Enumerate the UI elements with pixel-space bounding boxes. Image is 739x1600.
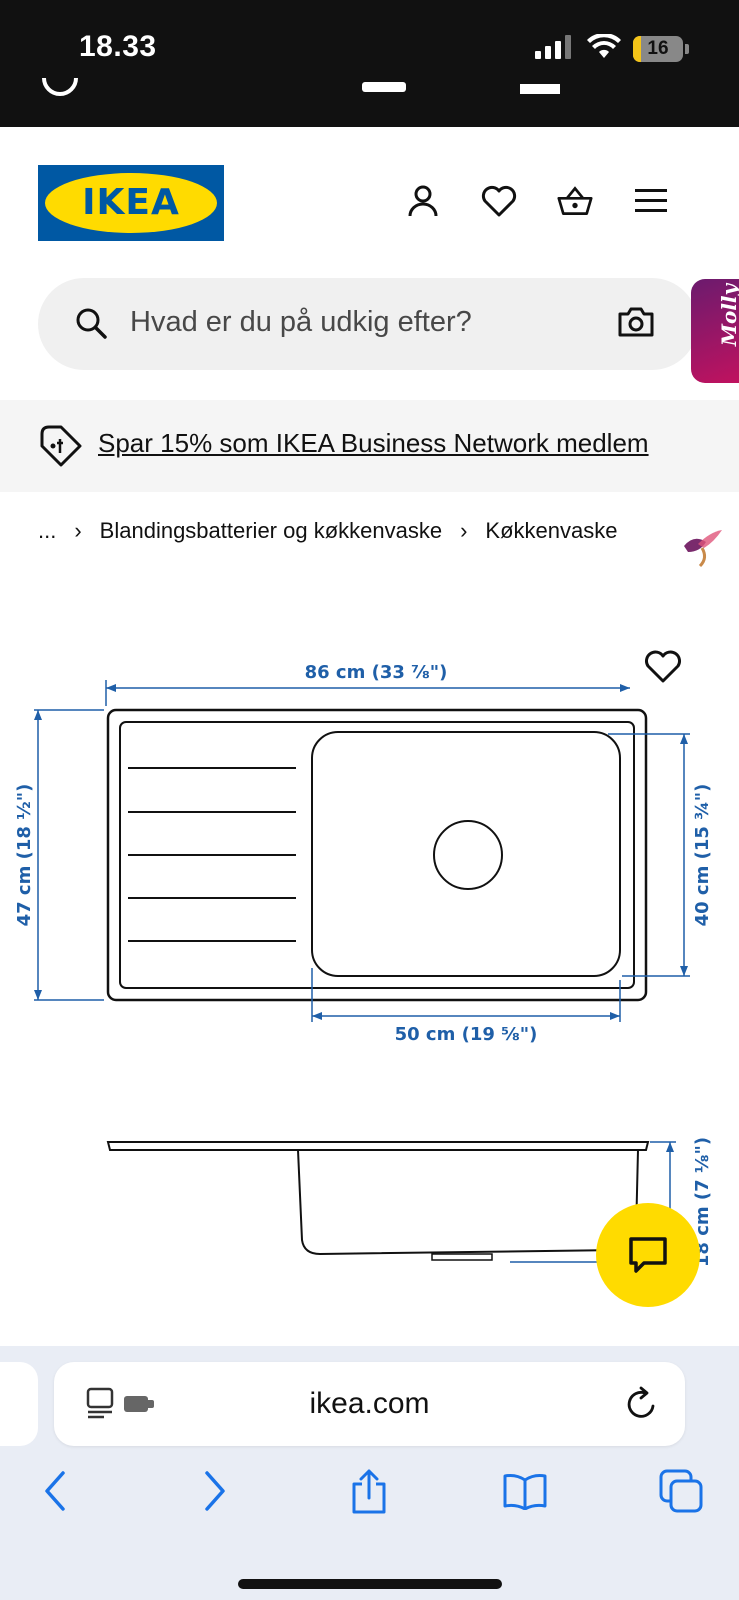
bookmarks-icon <box>503 1474 547 1510</box>
product-dimension-diagram: 86 cm (33 ⅞") 47 cm (18 ½") 40 cm (15 ¾"… <box>14 662 713 1267</box>
share-button[interactable] <box>344 1466 394 1516</box>
basket-icon[interactable] <box>557 183 593 219</box>
status-bar: 18.33 16 <box>0 0 739 127</box>
favorite-heart-icon[interactable] <box>644 650 682 684</box>
battery-tip <box>685 44 689 54</box>
chat-icon <box>629 1237 667 1273</box>
back-icon <box>45 1471 65 1511</box>
signal-icon <box>535 35 571 59</box>
logo-oval <box>45 173 217 233</box>
scrolled-toolbar-ghost <box>42 78 560 96</box>
back-button[interactable] <box>30 1466 80 1516</box>
breadcrumb-kitchen-sinks[interactable]: Køkkenvaske <box>485 518 618 543</box>
camera-icon[interactable] <box>618 306 654 338</box>
search-bar[interactable]: Hvad er du på udkig efter? <box>38 278 698 370</box>
profile-icon[interactable] <box>405 183 441 219</box>
logo-text: IKEA <box>82 182 180 223</box>
chevron-right-icon: › <box>460 518 468 543</box>
tag-icon <box>40 425 82 467</box>
search-icon <box>76 308 107 339</box>
business-network-link[interactable]: Spar 15% som IKEA Business Network medle… <box>98 428 649 458</box>
drain-fitting <box>431 1253 493 1261</box>
breadcrumb-ellipsis[interactable]: ... <box>38 518 57 543</box>
dimension-bowl-depth: 40 cm (15 ¾") <box>692 784 713 927</box>
status-icons <box>535 34 621 60</box>
sink-bowl <box>311 731 621 977</box>
chevron-right-icon: › <box>74 518 82 543</box>
dimension-height: 18 cm (7 ⅛") <box>692 1137 713 1267</box>
dimension-bowl-width: 50 cm (19 ⅝") <box>395 1024 538 1045</box>
share-icon <box>352 1469 386 1514</box>
address-bar[interactable]: ikea.com <box>54 1362 685 1446</box>
status-time: 18.33 <box>79 30 157 63</box>
tabs-icon <box>659 1469 703 1513</box>
reader-icon[interactable] <box>86 1386 158 1420</box>
browser-toolbar: ikea.com <box>0 1346 739 1600</box>
ikea-logo[interactable]: IKEA <box>38 165 224 241</box>
forward-button[interactable] <box>190 1466 240 1516</box>
home-indicator <box>238 1579 502 1589</box>
wifi-icon <box>587 34 621 58</box>
breadcrumb: ... › Blandingsbatterier og køkkenvaske … <box>38 518 617 544</box>
molly-label: Molly <box>717 283 739 347</box>
sink-side-bowl <box>297 1149 639 1256</box>
forward-icon <box>205 1471 225 1511</box>
battery-indicator: 16 <box>633 36 683 62</box>
drain-hole <box>433 820 503 890</box>
menu-icon[interactable] <box>633 183 669 219</box>
browser-nav <box>0 1466 739 1526</box>
breadcrumb-mixers-sinks[interactable]: Blandingsbatterier og køkkenvaske <box>99 518 443 543</box>
sink-outline-top-view <box>106 708 648 1002</box>
heart-icon[interactable] <box>481 183 517 219</box>
bookmarks-button[interactable] <box>500 1466 550 1516</box>
battery-level <box>633 36 641 62</box>
header-actions <box>405 183 669 219</box>
dimension-width-total: 86 cm (33 ⅞") <box>305 662 448 683</box>
previous-tab-preview[interactable] <box>0 1362 38 1446</box>
reload-icon[interactable] <box>625 1386 659 1422</box>
sink-inner-rim <box>119 721 635 989</box>
molly-assistant-tab[interactable]: Molly <box>691 279 739 383</box>
chat-button[interactable] <box>596 1203 700 1307</box>
search-input[interactable]: Hvad er du på udkig efter? <box>130 306 472 338</box>
url-text: ikea.com <box>309 1387 430 1420</box>
hummingbird-icon <box>684 530 722 568</box>
site-header: IKEA <box>0 127 739 267</box>
tabs-button[interactable] <box>656 1466 706 1516</box>
dimension-depth-total: 47 cm (18 ½") <box>14 784 35 927</box>
sink-side-rim <box>106 1141 650 1151</box>
battery-text: 16 <box>647 38 669 59</box>
business-banner: Spar 15% som IKEA Business Network medle… <box>0 400 739 492</box>
